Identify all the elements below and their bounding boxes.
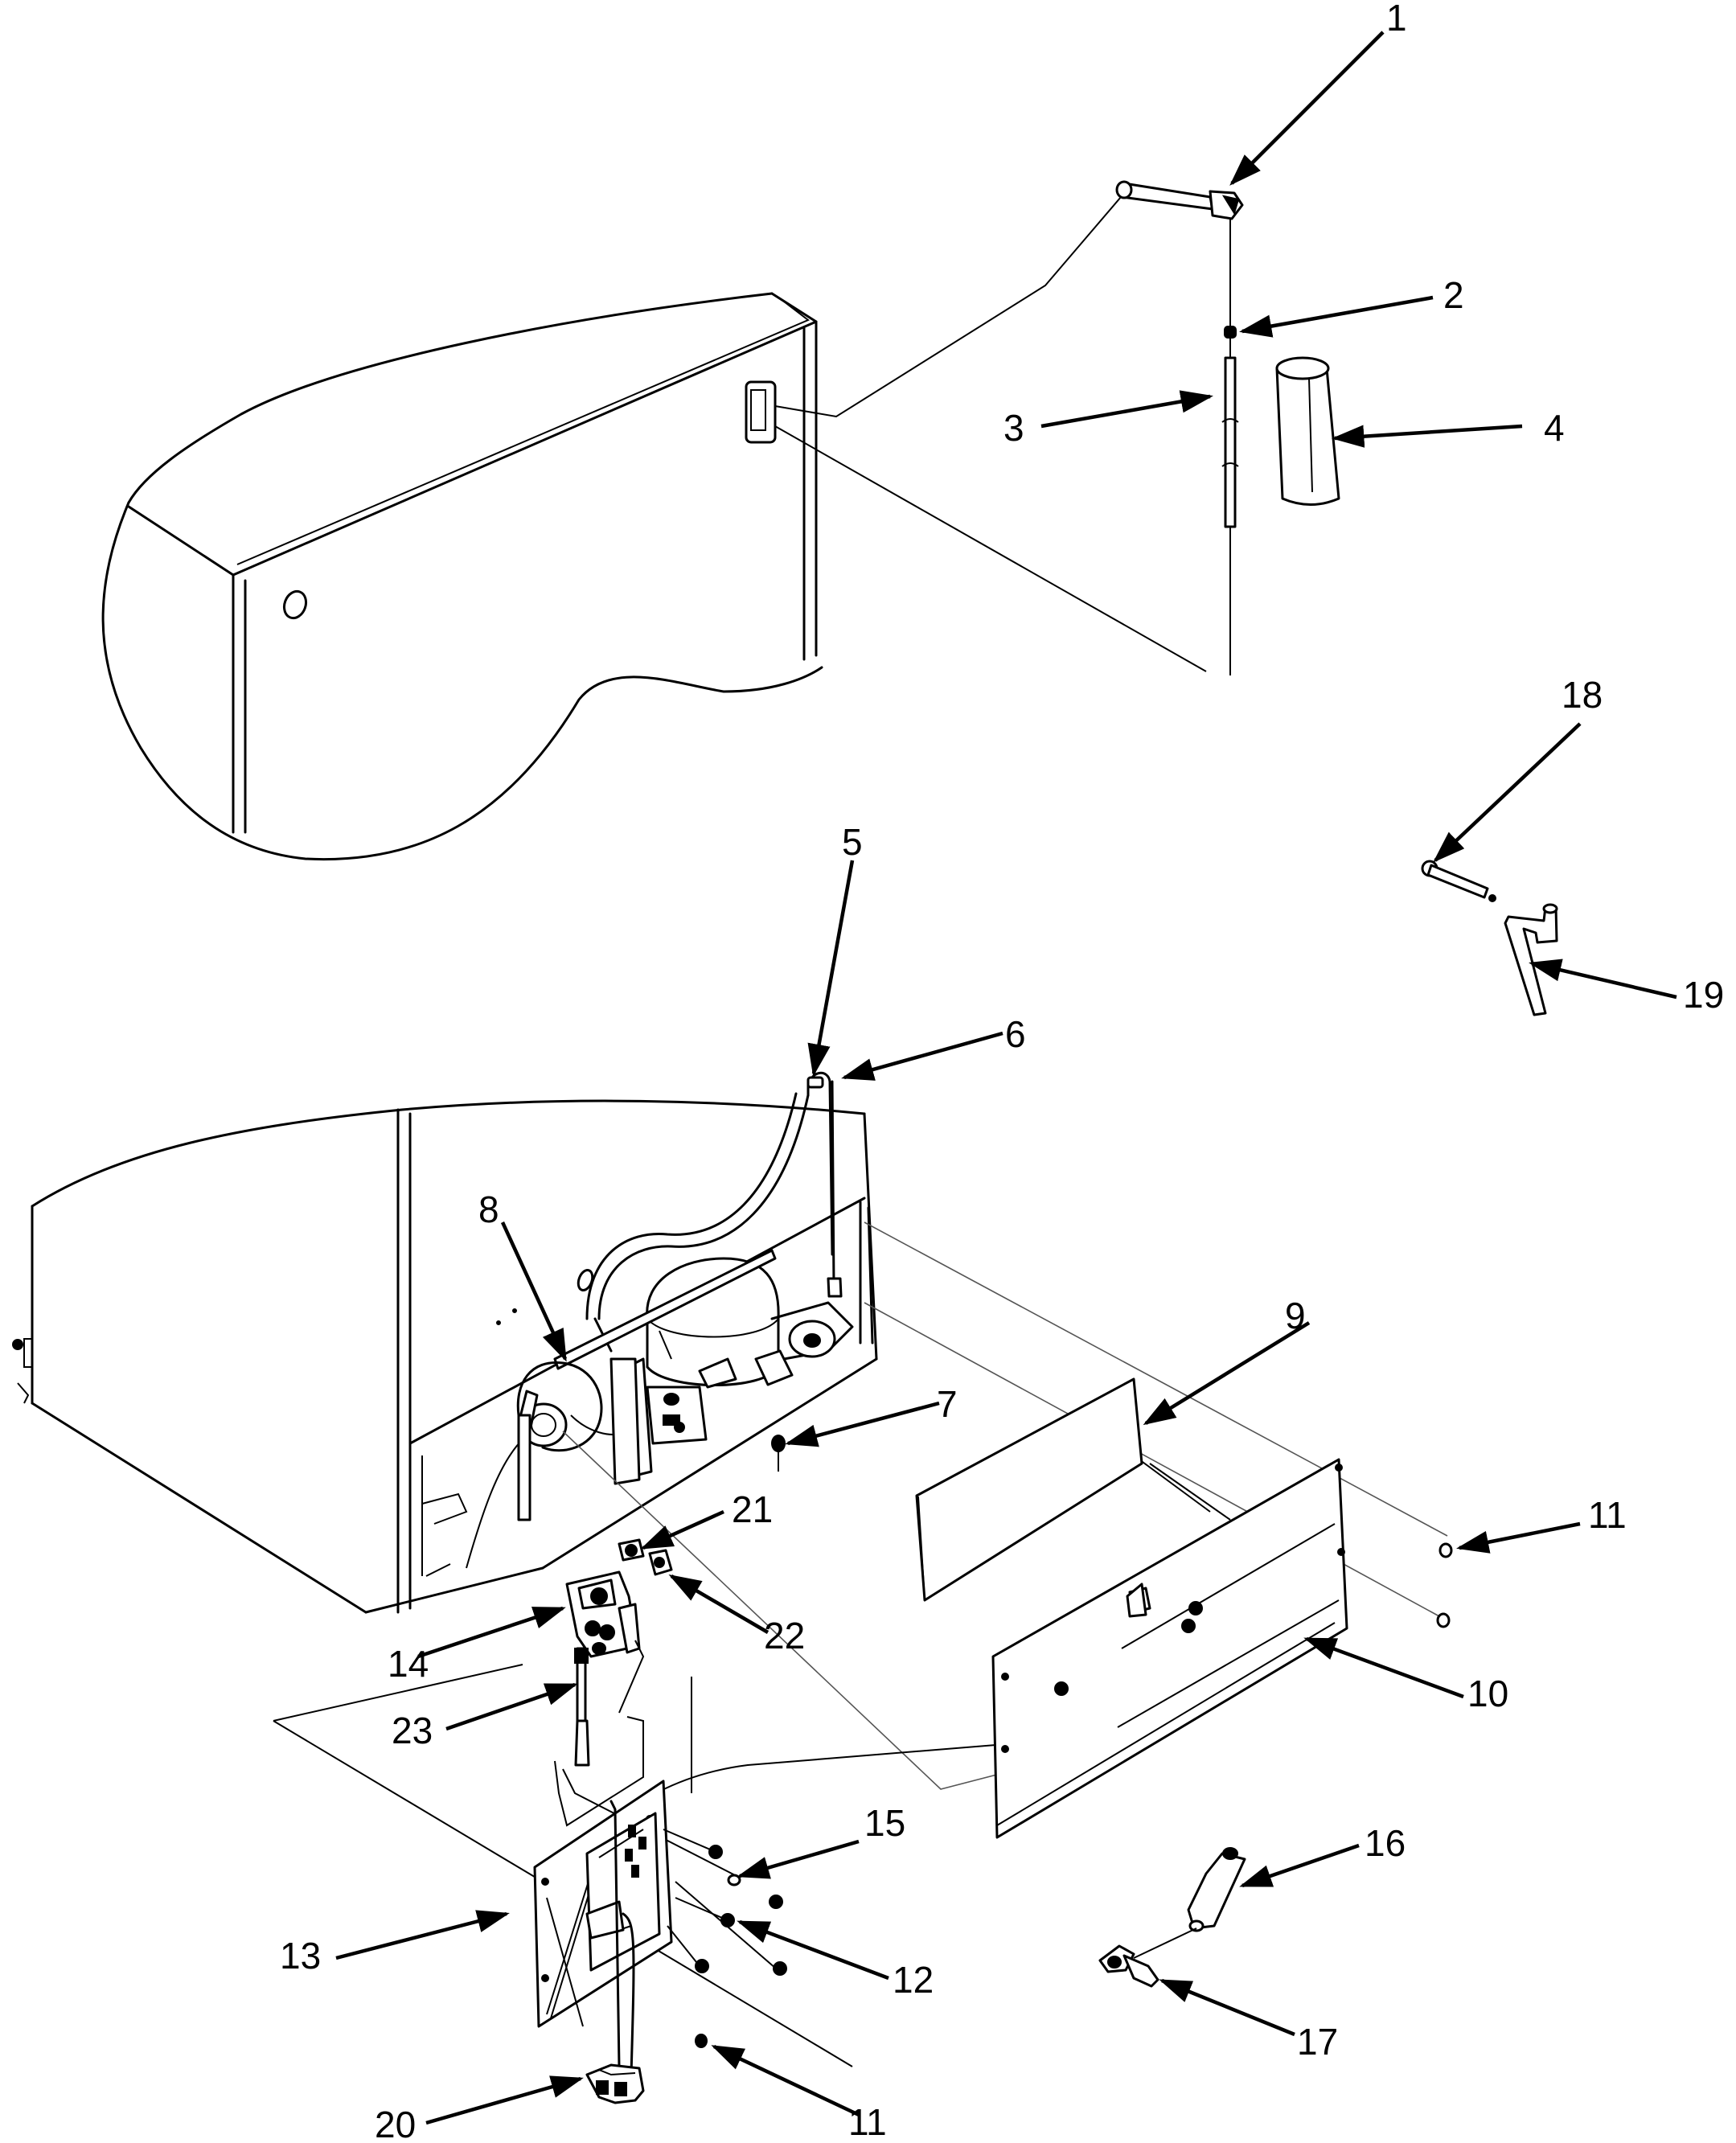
part-8-rail [553, 1249, 777, 1370]
callout-18: 18 [1562, 674, 1603, 716]
callout-19: 19 [1683, 974, 1724, 1016]
callout-4: 4 [1544, 407, 1565, 449]
compressor-assembly [585, 1092, 854, 1389]
start-relay [646, 1386, 708, 1445]
part-4-sleeve [1275, 356, 1340, 506]
part-9-panel [915, 1377, 1143, 1602]
part-10-access-cover [991, 1458, 1348, 1839]
part-7-screw [771, 1435, 786, 1472]
callout-22: 22 [764, 1615, 805, 1657]
cover-screws [1054, 1601, 1203, 1696]
part-11-screw-lower [695, 2034, 708, 2048]
part-1-control [1115, 180, 1244, 675]
callout-17: 17 [1297, 2021, 1338, 2063]
cabinet-top-view [101, 191, 1207, 861]
part-18-fitting [1421, 860, 1496, 902]
callout-2: 2 [1443, 274, 1464, 316]
callout-20: 20 [375, 2104, 416, 2143]
part-11-screws-upper [1436, 1542, 1453, 1628]
callout-5: 5 [842, 821, 863, 863]
callout-13: 13 [280, 1935, 321, 1977]
part-3-sensor [1221, 356, 1239, 528]
part-22-nut [648, 1549, 673, 1576]
callout-3: 3 [1003, 407, 1024, 449]
part-20-connector [585, 2063, 645, 2104]
callout-11-lower: 11 [848, 2101, 887, 2143]
callout-1: 1 [1386, 0, 1407, 39]
callout-11-upper: 11 [1588, 1494, 1627, 1536]
callout-6: 6 [1005, 1013, 1026, 1055]
part-19-tube [1504, 903, 1558, 1016]
part-13-bracket [533, 1780, 673, 2028]
callout-labels: 1 2 3 4 5 6 7 8 9 10 11 11 12 13 14 15 1… [280, 0, 1724, 2143]
callout-14: 14 [388, 1643, 429, 1685]
fan-motor [516, 1357, 653, 1521]
callout-15: 15 [864, 1802, 905, 1844]
callout-23: 23 [392, 1710, 433, 1751]
callout-21: 21 [732, 1488, 773, 1530]
harness-line [609, 1800, 635, 2076]
callout-9: 9 [1285, 1295, 1306, 1336]
part-14-water-valve [565, 1570, 641, 1658]
callout-10: 10 [1467, 1673, 1508, 1714]
part-23-cable [574, 1647, 590, 1767]
part-6-tube [827, 1080, 843, 1298]
cabinet-bottom-view [12, 1099, 878, 1614]
part-21-fitting [618, 1538, 645, 1562]
part-16-drier [1133, 1847, 1246, 1959]
leader-arrows [335, 31, 1677, 2125]
callout-8: 8 [478, 1189, 499, 1230]
callout-16: 16 [1365, 1822, 1406, 1864]
callout-12: 12 [893, 1959, 934, 2001]
part-17-fitting [1098, 1944, 1159, 1988]
part-2-clip [1224, 326, 1237, 339]
callout-7: 7 [937, 1383, 958, 1425]
bracket-screws [663, 1829, 787, 1976]
